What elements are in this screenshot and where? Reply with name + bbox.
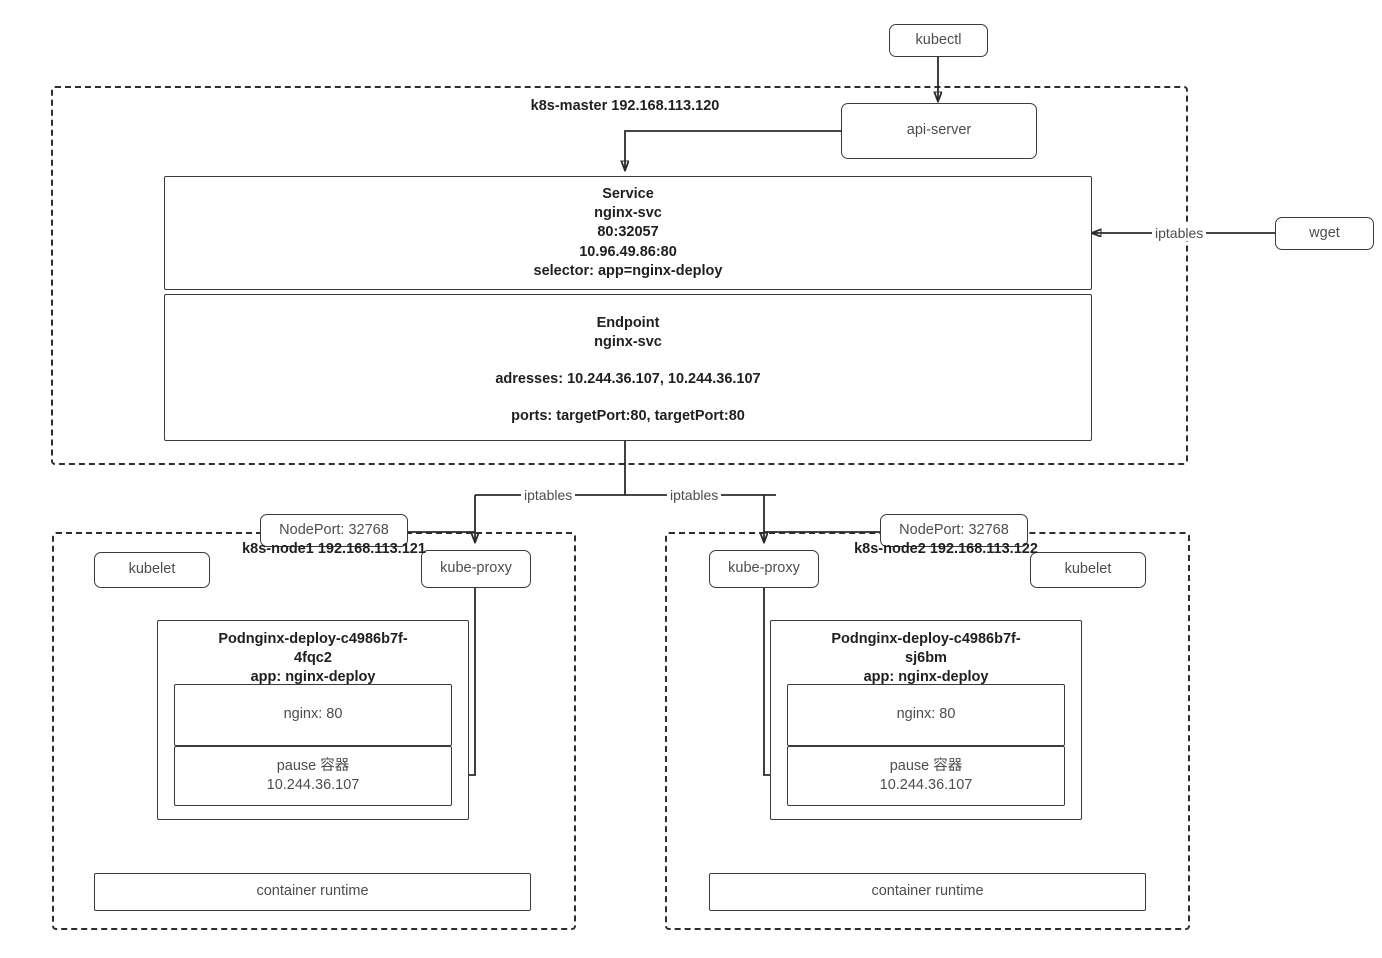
node1-pod-name-line2: 4fqc2 xyxy=(294,650,332,667)
node1-container-pause[interactable]: pause 容器 10.244.36.107 xyxy=(174,746,452,806)
node2-nodeport-label: NodePort: 32768 xyxy=(899,521,1009,538)
endpoint-name: nginx-svc xyxy=(594,334,662,351)
node2-kubelet-box[interactable]: kubelet xyxy=(1030,552,1146,588)
node1-pod-label: app: nginx-deploy xyxy=(250,669,376,686)
node2-container-pause-ip: 10.244.36.107 xyxy=(879,777,973,793)
node1-nodeport-label: NodePort: 32768 xyxy=(279,521,389,538)
node1-ip: 192.168.113.121 xyxy=(317,541,426,557)
wget-label: wget xyxy=(1309,224,1340,241)
iptables-label-node2: iptables xyxy=(667,487,722,503)
iptables-label-wget: iptables xyxy=(1152,225,1207,241)
node2-nodeport-box[interactable]: NodePort: 32768 xyxy=(880,514,1028,547)
node1-container-pause-ip: 10.244.36.107 xyxy=(266,777,360,793)
service-port-mapping: 80:32057 xyxy=(597,224,659,241)
service-cluster-ip: 10.96.49.86:80 xyxy=(579,243,677,260)
node2-kubelet-label: kubelet xyxy=(1064,561,1112,578)
node2-container-runtime-box[interactable]: container runtime xyxy=(709,873,1146,911)
node2-container-pause-title: pause 容器 xyxy=(889,757,963,774)
node1-container-nginx-title: nginx: 80 xyxy=(283,706,343,723)
region-k8s-master xyxy=(51,86,1188,465)
k8s-master-title: k8s-master 192.168.113.120 xyxy=(500,97,750,117)
node2-kube-proxy-label: kube-proxy xyxy=(728,560,800,577)
node2-pod-name-line2: sj6bm xyxy=(905,650,947,667)
api-server-label: api-server xyxy=(906,122,972,139)
node1-title: k8s-node1 192.168.113.121 xyxy=(239,540,429,560)
node2-container-nginx-title: nginx: 80 xyxy=(896,706,956,723)
node1-container-runtime-label: container runtime xyxy=(256,883,369,900)
node2-container-runtime-label: container runtime xyxy=(871,883,984,900)
node1-kube-proxy-label: kube-proxy xyxy=(440,560,512,577)
node2-title: k8s-node2 192.168.113.122 xyxy=(851,540,1041,560)
wget-box[interactable]: wget xyxy=(1275,217,1374,250)
node2-ip: 192.168.113.122 xyxy=(929,541,1038,557)
service-box[interactable]: Service nginx-svc 80:32057 10.96.49.86:8… xyxy=(164,176,1092,290)
node1-kube-proxy-box[interactable]: kube-proxy xyxy=(421,550,531,588)
kubectl-box[interactable]: kubectl xyxy=(889,24,988,57)
node1-container-runtime-box[interactable]: container runtime xyxy=(94,873,531,911)
node2-pod-label: app: nginx-deploy xyxy=(863,669,989,686)
node2-kube-proxy-box[interactable]: kube-proxy xyxy=(709,550,819,588)
api-server-box[interactable]: api-server xyxy=(841,103,1037,159)
node2-container-pause[interactable]: pause 容器 10.244.36.107 xyxy=(787,746,1065,806)
iptables-label-node1: iptables xyxy=(521,487,576,503)
node2-container-nginx[interactable]: nginx: 80 xyxy=(787,684,1065,746)
k8s-master-ip: 192.168.113.120 xyxy=(611,98,720,114)
node1-pod-name-line1: Podnginx-deploy-c4986b7f- xyxy=(218,631,408,647)
node1-nodeport-box[interactable]: NodePort: 32768 xyxy=(260,514,408,547)
node1-kubelet-box[interactable]: kubelet xyxy=(94,552,210,588)
endpoint-addresses: adresses: 10.244.36.107, 10.244.36.107 xyxy=(495,371,761,388)
k8s-master-name: k8s-master xyxy=(530,98,608,114)
node1-name: k8s-node1 xyxy=(242,541,314,557)
node1-kubelet-label: kubelet xyxy=(128,561,176,578)
node2-name: k8s-node2 xyxy=(854,541,926,557)
node1-container-nginx[interactable]: nginx: 80 xyxy=(174,684,452,746)
node1-container-pause-title: pause 容器 xyxy=(276,757,350,774)
service-kind: Service xyxy=(602,186,654,203)
node2-pod-name-line1: Podnginx-deploy-c4986b7f- xyxy=(831,631,1021,647)
service-name: nginx-svc xyxy=(594,205,662,222)
kubectl-label: kubectl xyxy=(915,31,962,48)
endpoint-kind: Endpoint xyxy=(596,315,660,331)
endpoint-box[interactable]: Endpoint nginx-svc adresses: 10.244.36.1… xyxy=(164,294,1092,441)
service-selector: selector: app=nginx-deploy xyxy=(533,262,723,279)
endpoint-ports: ports: targetPort:80, targetPort:80 xyxy=(511,408,745,425)
